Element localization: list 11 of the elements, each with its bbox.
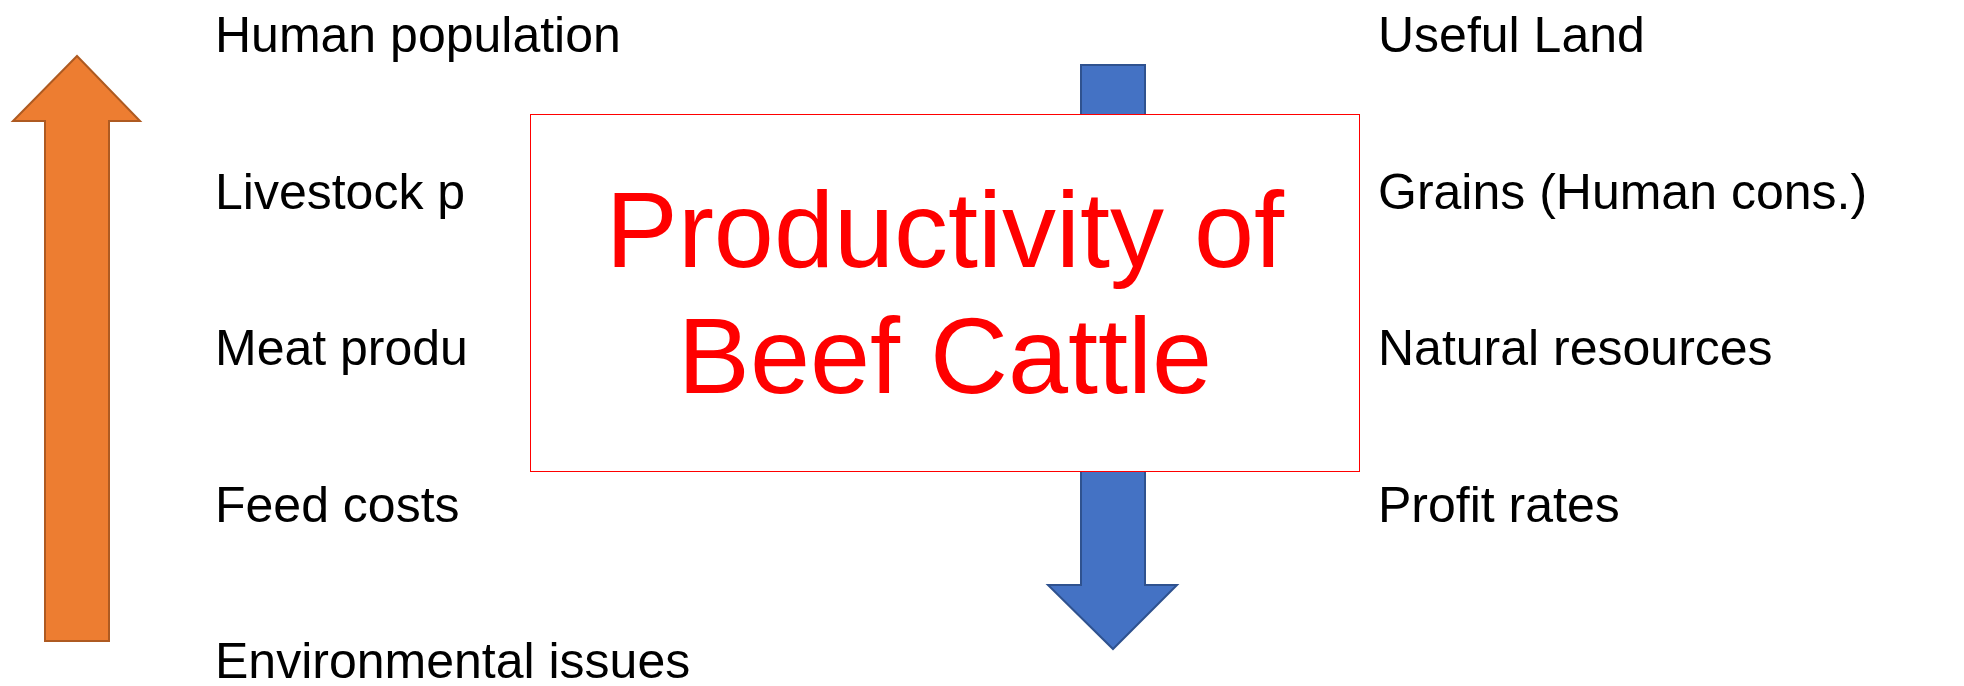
list-item-text: Livestock p (215, 164, 466, 220)
list-item-text: Natural resources (1378, 320, 1773, 376)
list-item-text: Human population (215, 7, 621, 63)
list-item-text: Useful Land (1378, 7, 1645, 63)
list-item-text: Grains (Human cons.) (1378, 164, 1868, 220)
list-item-text: Meat produ (215, 320, 468, 376)
list-item-text: Environmental issues (215, 633, 691, 686)
list-item-text: Profit rates (1378, 477, 1620, 533)
box-title: Productivity of Beef Cattle (604, 168, 1286, 418)
title-box (530, 114, 1360, 472)
list-item-text: Feed costs (215, 477, 460, 533)
